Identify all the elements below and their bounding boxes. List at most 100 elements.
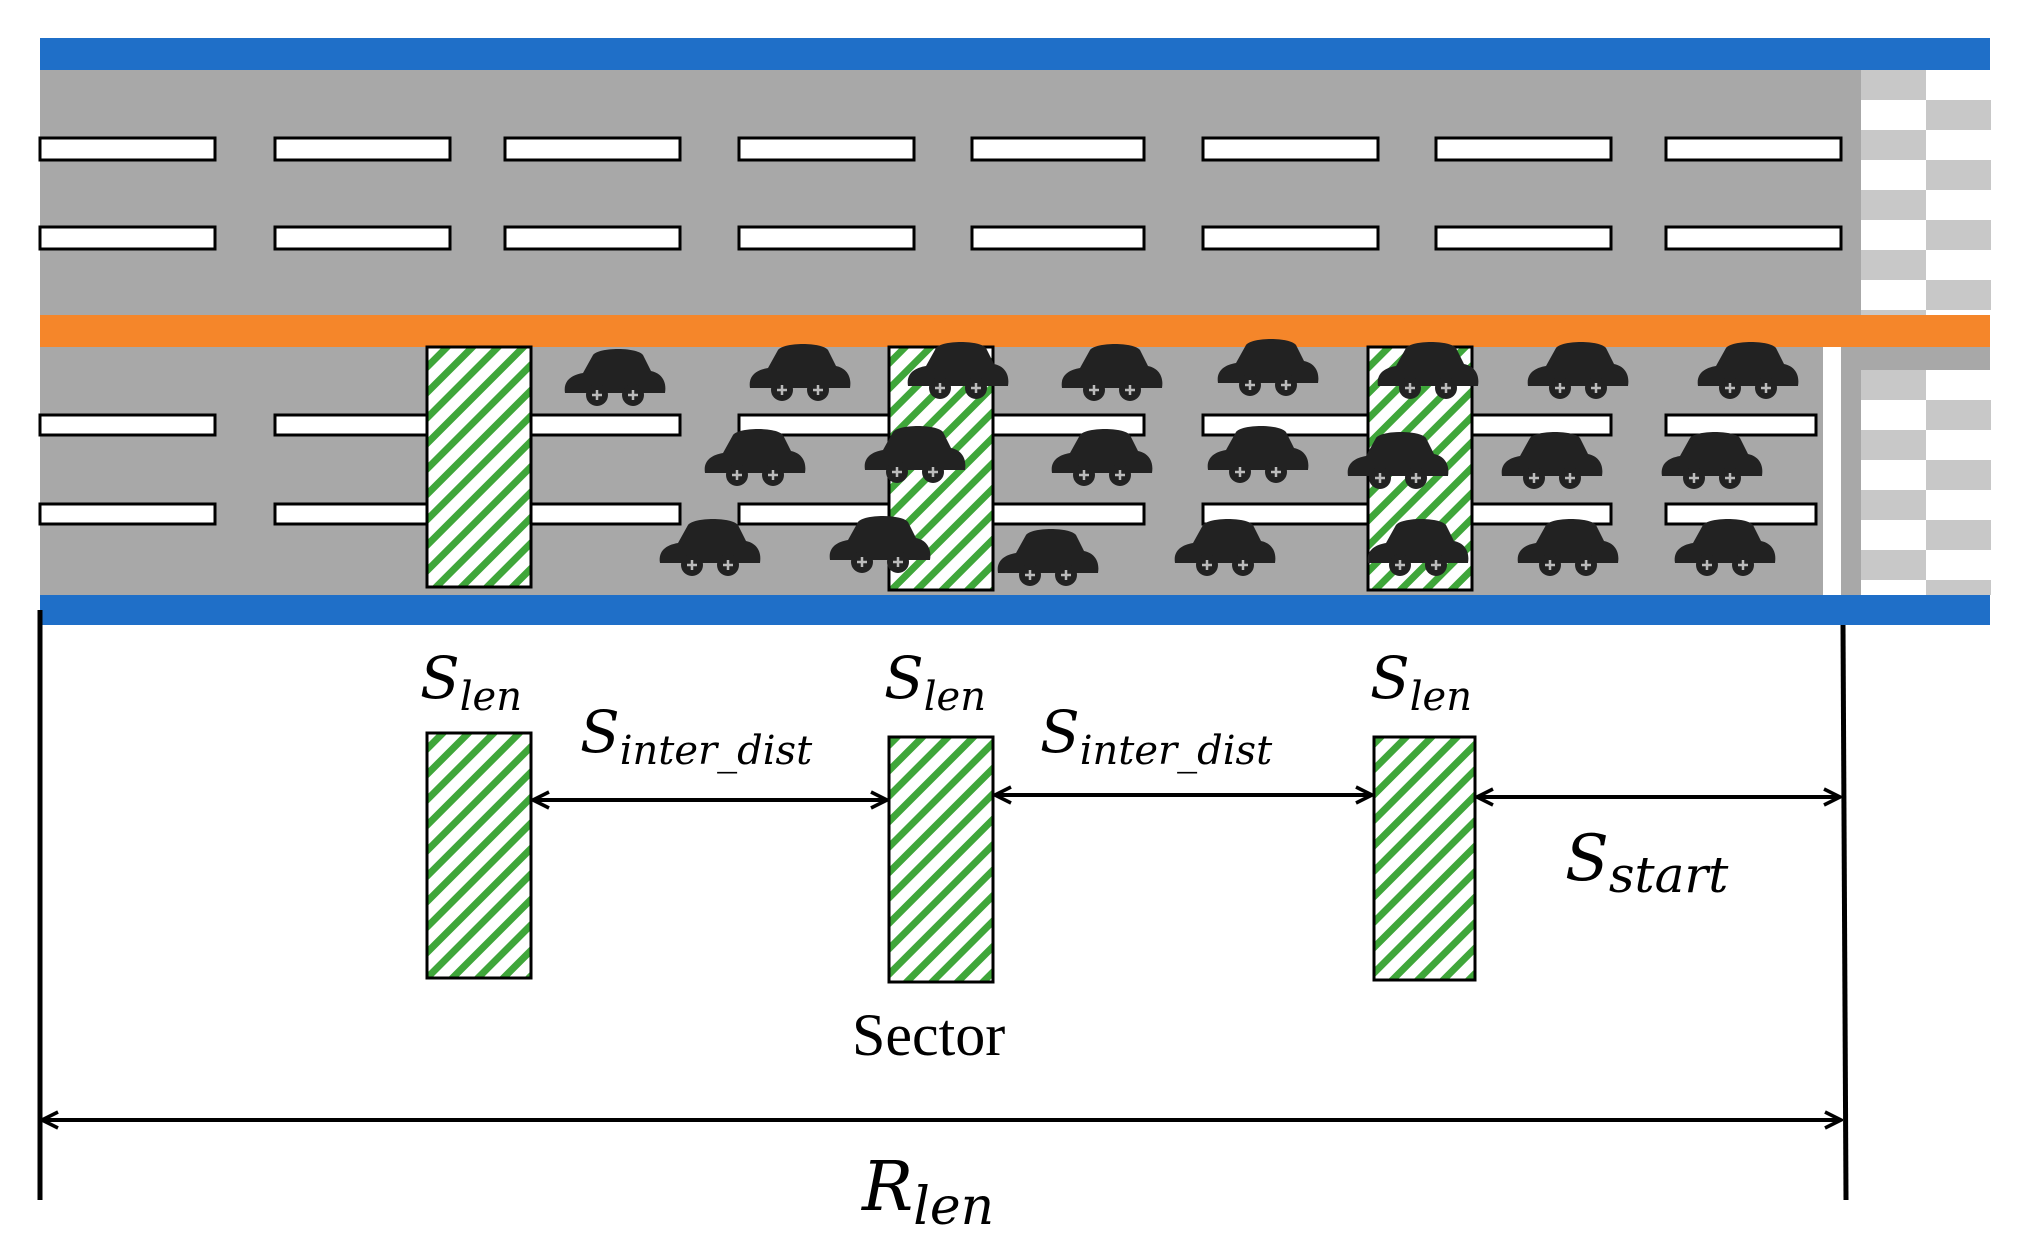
checker-cell (1861, 460, 1926, 490)
checker-cell (1926, 280, 1991, 310)
checker-cell (1926, 550, 1991, 580)
car-icon (1217, 339, 1319, 396)
checker-cell (1926, 580, 1991, 595)
car-icon (1347, 432, 1449, 489)
checker-cell (1861, 190, 1926, 220)
checker-cell (1926, 160, 1991, 190)
checker-cell (1926, 130, 1991, 160)
lane-marking (273, 136, 452, 162)
car-icon (1661, 432, 1763, 489)
lane-marking (970, 136, 1146, 162)
checker-cell (1861, 280, 1926, 310)
checker-cell (1861, 220, 1926, 250)
checker-cell (1861, 580, 1926, 595)
lane-marking (273, 413, 452, 437)
car-icon (1367, 519, 1469, 576)
car-icon (907, 342, 1009, 399)
lane-marking (273, 502, 452, 526)
checker-cell (1861, 70, 1926, 100)
lane-marking (38, 413, 217, 437)
lane-marking (737, 136, 916, 162)
lane-marking (1664, 413, 1818, 437)
sector-diagram-2 (887, 735, 995, 984)
checker-cell (1926, 400, 1991, 430)
car-icon (1377, 342, 1479, 399)
car-icon (1174, 519, 1276, 576)
lane-marking (1201, 225, 1380, 251)
lane-marking (273, 225, 452, 251)
car-icon (1051, 429, 1153, 486)
vehicles (564, 339, 1799, 586)
lane-marking (38, 136, 217, 162)
checker-cell (1926, 460, 1991, 490)
r-len-label: Rlen (860, 1148, 994, 1237)
car-icon (1501, 432, 1603, 489)
checker-cell (1926, 190, 1991, 220)
lower-lane-markings (38, 413, 1818, 526)
car-icon (1207, 426, 1309, 483)
s-len-label-1: Slen (420, 644, 522, 720)
car-icon (1527, 342, 1629, 399)
lane-marking (970, 502, 1146, 526)
checkered-finish-area (1861, 70, 1991, 595)
upper-road (40, 70, 1990, 315)
checker-cell (1861, 550, 1926, 580)
checker-cell (1926, 250, 1991, 280)
median-strip (40, 315, 1990, 347)
lane-marking (1664, 136, 1843, 162)
checker-cell (1926, 490, 1991, 520)
car-icon (749, 344, 851, 401)
sector-diagram-3 (1372, 735, 1477, 982)
lane-marking (503, 136, 682, 162)
s-start-label: Sstart (1565, 822, 1729, 904)
lane-marking (38, 502, 217, 526)
car-icon (659, 519, 761, 576)
car-icon (829, 516, 931, 573)
car-icon (1697, 342, 1799, 399)
s-len-label-3: Slen (1370, 644, 1472, 720)
checker-cell (1861, 520, 1926, 550)
upper-lane-markings (38, 136, 1843, 251)
lower-road-end-line (1823, 347, 1841, 595)
checker-cell (1926, 520, 1991, 550)
car-icon (564, 349, 666, 406)
lane-marking (1664, 225, 1843, 251)
checker-cell (1926, 70, 1991, 100)
road-sector-1 (425, 345, 533, 589)
lane-marking (1201, 413, 1380, 437)
checker-cell (1861, 160, 1926, 190)
checker-cell (1926, 220, 1991, 250)
s-inter-dist-label-2: Sinter_dist (1040, 698, 1273, 774)
checker-cell (1861, 100, 1926, 130)
sector-diagram-1 (425, 731, 533, 980)
s-inter-dist-label-1: Sinter_dist (580, 698, 813, 774)
car-icon (1517, 519, 1619, 576)
r-len-right-bound (1840, 624, 1849, 1201)
checker-cell (1861, 400, 1926, 430)
lane-marking (737, 225, 916, 251)
checker-cell (1861, 250, 1926, 280)
lane-marking (970, 225, 1146, 251)
checker-cell (1861, 130, 1926, 160)
bottom-road-edge (40, 595, 1990, 625)
s-len-label-2: Slen (884, 644, 986, 720)
lane-marking (1434, 136, 1613, 162)
checker-cell (1861, 370, 1926, 400)
lane-marking (1201, 136, 1380, 162)
lane-marking (1434, 225, 1613, 251)
checker-cell (1861, 490, 1926, 520)
checker-cell (1861, 430, 1926, 460)
car-icon (1061, 344, 1163, 401)
lane-marking (503, 225, 682, 251)
checker-cell (1926, 370, 1991, 400)
top-road-edge (40, 38, 1990, 70)
car-icon (704, 429, 806, 486)
checker-cell (1926, 100, 1991, 130)
sector-label: Sector (852, 1002, 1005, 1068)
car-icon (997, 529, 1099, 586)
car-icon (1674, 519, 1776, 576)
car-icon (864, 426, 966, 483)
lane-marking (38, 225, 217, 251)
checker-cell (1926, 430, 1991, 460)
